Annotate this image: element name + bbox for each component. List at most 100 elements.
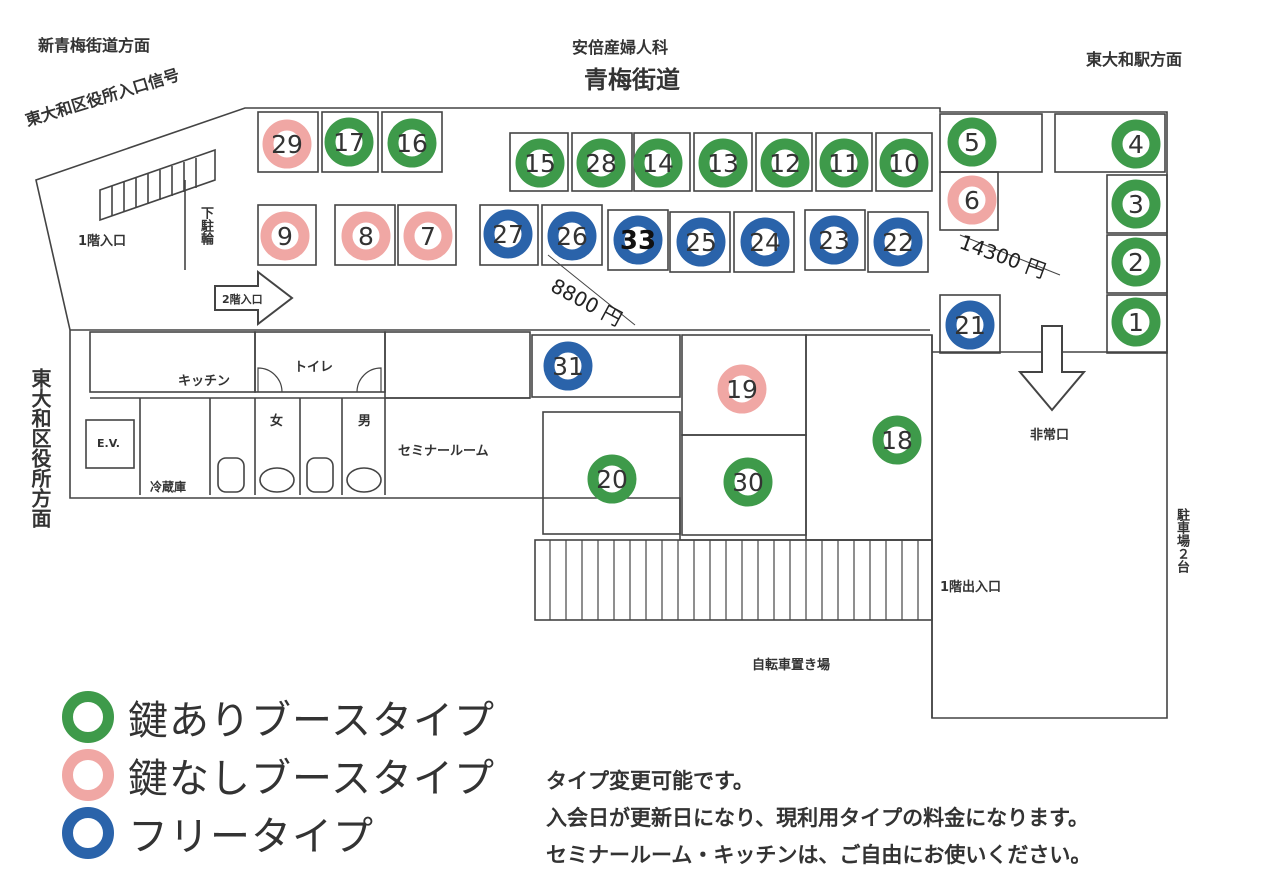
booth-30: 30 xyxy=(723,457,773,507)
booth-6: 6 xyxy=(947,175,997,225)
booth-ring-locked xyxy=(587,454,637,504)
label-station: 東大和駅方面 xyxy=(1086,50,1183,69)
label-stairs-down: 下駐輪 xyxy=(198,206,213,245)
booth-26: 26 xyxy=(547,211,597,261)
booth-19: 19 xyxy=(717,364,767,414)
booth-number: 26 xyxy=(556,222,588,251)
legend-locked-label: 鍵ありブースタイプ xyxy=(128,698,495,744)
booth-number: 23 xyxy=(818,226,850,255)
kitchen-area xyxy=(89,331,256,393)
booth-number: 28 xyxy=(585,149,617,178)
arrow-right-icon xyxy=(214,269,294,327)
booth-ring-unlocked xyxy=(341,211,391,261)
booth-ring-unlocked xyxy=(717,364,767,414)
booth-number: 29 xyxy=(271,130,303,159)
legend-unlocked-ring-icon xyxy=(62,749,114,801)
note-line-3: セミナールーム・キッチンは、ご自由にお使いください。 xyxy=(546,843,1092,867)
booth-number: 10 xyxy=(888,149,920,178)
label-parking: 駐車場２台 xyxy=(1174,508,1189,573)
label-toilet: トイレ xyxy=(294,360,334,375)
booth-ring-free xyxy=(945,300,995,350)
legend-free-ring-icon xyxy=(62,807,114,859)
booth-9: 9 xyxy=(260,211,310,261)
booth-number: 19 xyxy=(726,375,758,404)
booth-ring-free xyxy=(543,341,593,391)
booth-11: 11 xyxy=(819,138,869,188)
booth-number: 5 xyxy=(964,128,980,157)
booth-ring-locked xyxy=(947,117,997,167)
booth-number: 3 xyxy=(1128,190,1144,219)
booth-ring-locked xyxy=(723,457,773,507)
label-fridge: 冷蔵庫 xyxy=(150,480,187,494)
booth-number: 33 xyxy=(620,226,656,256)
booth-2: 2 xyxy=(1111,237,1161,287)
booth-number: 4 xyxy=(1128,130,1144,159)
booth-number: 11 xyxy=(828,149,860,178)
legend-unlocked-label: 鍵なしブースタイプ xyxy=(128,756,495,802)
label-kitchen: キッチン xyxy=(178,374,231,389)
booth-number: 22 xyxy=(882,228,914,257)
booth-number: 13 xyxy=(707,149,739,178)
booth-number: 2 xyxy=(1128,248,1144,277)
booth-16: 16 xyxy=(387,118,437,168)
booth-ring-locked xyxy=(324,117,374,167)
arrow-down-icon xyxy=(1017,325,1087,412)
label-ward-office: 東大和区役所方面 xyxy=(28,368,52,528)
booth-number: 16 xyxy=(396,129,428,158)
bicycle-parking xyxy=(534,539,933,621)
legend-unlocked: 鍵なしブースタイプ xyxy=(62,749,495,802)
label-entrance2: 2階入口 xyxy=(222,293,263,306)
booth-ring-locked xyxy=(760,138,810,188)
booth-number: 30 xyxy=(732,468,764,497)
booth-29: 29 xyxy=(262,119,312,169)
label-emergency: 非常口 xyxy=(1030,428,1070,443)
booth-25: 25 xyxy=(676,217,726,267)
booth-28: 28 xyxy=(576,138,626,188)
booth-ring-unlocked xyxy=(262,119,312,169)
booth-ring-unlocked xyxy=(947,175,997,225)
booth-ring-unlocked xyxy=(403,211,453,261)
booth-ring-free xyxy=(809,215,859,265)
booth-number: 8 xyxy=(358,222,374,251)
note-line-2: 入会日が更新日になり、現利用タイプの料金になります。 xyxy=(546,806,1090,830)
booth-number: 14 xyxy=(642,149,674,178)
booth-number: 25 xyxy=(685,228,717,257)
booth-number: 17 xyxy=(333,128,365,157)
legend-free-label: フリータイプ xyxy=(128,814,374,860)
label-male: 男 xyxy=(358,414,372,429)
legend-free: フリータイプ xyxy=(62,807,374,860)
booth-ring-locked xyxy=(698,138,748,188)
booth-ring-unlocked xyxy=(260,211,310,261)
booth-8: 8 xyxy=(341,211,391,261)
booth-5: 5 xyxy=(947,117,997,167)
booth-18: 18 xyxy=(872,415,922,465)
booth-20: 20 xyxy=(587,454,637,504)
booth-22: 22 xyxy=(873,217,923,267)
booth-number: 1 xyxy=(1128,308,1144,337)
note-line-1: タイプ変更可能です。 xyxy=(546,769,754,793)
legend-locked-ring-icon xyxy=(62,691,114,743)
booth-24: 24 xyxy=(740,217,790,267)
booth-number: 18 xyxy=(881,426,913,455)
label-bicycle: 自転車置き場 xyxy=(752,658,831,673)
stairs-top-left xyxy=(99,148,216,222)
booth-ring-free xyxy=(613,215,663,265)
booth-number: 24 xyxy=(749,228,781,257)
booth-ring-locked xyxy=(633,138,683,188)
legend-locked: 鍵ありブースタイプ xyxy=(62,691,495,744)
booth-ring-locked xyxy=(872,415,922,465)
booth-ring-locked xyxy=(1111,119,1161,169)
label-ome-road: 青梅街道 xyxy=(584,66,680,94)
booth-ring-locked xyxy=(879,138,929,188)
booth-ring-free xyxy=(483,209,533,259)
booth-ring-locked xyxy=(819,138,869,188)
booth-number: 12 xyxy=(769,149,801,178)
label-seminar: セミナールーム xyxy=(398,444,489,459)
booth-number: 9 xyxy=(277,222,293,251)
booth-number: 20 xyxy=(596,465,628,494)
booth-ring-locked xyxy=(515,138,565,188)
booth-3: 3 xyxy=(1111,179,1161,229)
booth-number: 7 xyxy=(420,222,436,251)
booth-12: 12 xyxy=(760,138,810,188)
